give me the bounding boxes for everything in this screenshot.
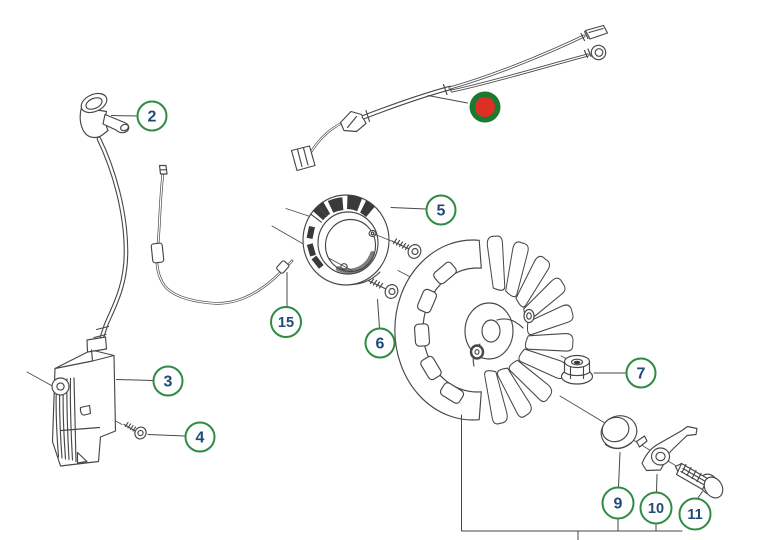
callout-7-number: 7 [637,366,646,383]
hub-bore [481,319,501,343]
screw-4 [123,421,147,440]
line-art [26,24,724,540]
callout-3-number: 3 [164,374,173,391]
axis-bore-segment [328,257,353,271]
bolt-hole [523,308,535,324]
bolt-hole-2 [469,344,485,360]
ignition-module [51,336,117,467]
harness-junction [339,110,367,133]
callout-9[interactable]: 9 [601,486,635,520]
spade-terminal [580,24,609,42]
selection-marker[interactable] [469,91,501,123]
flange-nut [560,354,594,385]
cooling-ribs [55,377,74,461]
callout-2[interactable]: 2 [136,100,168,132]
callout-11-number: 11 [687,507,702,523]
callout-15-number: 15 [278,315,294,331]
axis-screw6-lower-stub [271,225,303,244]
cup-washer [600,415,648,450]
cable-entry [86,336,108,353]
callout-6[interactable]: 6 [364,327,396,359]
ring-terminal [583,44,607,61]
starter-pawl [641,425,698,472]
callout-15[interactable]: 15 [270,306,302,338]
selection-marker-inner [475,97,495,117]
spark-plug-wire [90,136,129,347]
key-wedge [635,435,648,448]
callout-7[interactable]: 7 [625,357,657,389]
spark-plug-boot [79,92,130,139]
mounting-boss [51,377,70,396]
callout-5-number: 5 [437,203,446,220]
callout-2-number: 2 [148,109,157,126]
screws-6 [368,238,422,299]
wire-sleeve [150,242,165,264]
callout-6-number: 6 [376,336,385,353]
callout-5[interactable]: 5 [425,194,457,226]
stator-ring [302,194,392,286]
wiring-harness [290,24,609,172]
marker-leader [427,95,468,104]
pawl-screw [674,462,724,499]
stator-wire [150,164,294,305]
callout-3[interactable]: 3 [152,365,184,397]
wire-end-collar [276,260,290,274]
axis-screw6-upper-end [373,233,392,242]
callout-10-number: 10 [648,501,664,517]
group-bracket [461,414,683,540]
leader-lines [111,115,703,540]
callout-10[interactable]: 10 [639,491,673,525]
callout-4-number: 4 [196,430,205,447]
callout-4[interactable]: 4 [184,421,216,453]
axis-screw6-upper-stub [285,208,309,217]
rim-cutouts [413,261,465,404]
flywheel [394,234,576,425]
callout-11[interactable]: 11 [678,497,712,531]
callout-9-number: 9 [614,496,623,513]
callouts-layer: 2 3 4 5 6 7 9 10 [136,100,712,531]
